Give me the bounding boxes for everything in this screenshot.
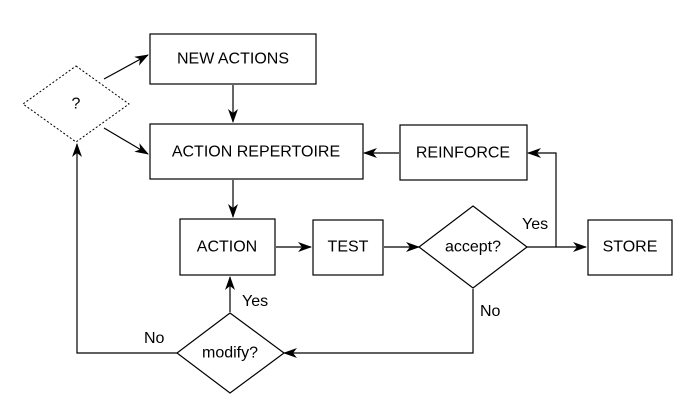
modify-yes-label: Yes: [242, 293, 268, 310]
node-action-repertoire: ACTION REPERTOIRE: [149, 123, 364, 180]
edge-unknown-to-repertoire: [103, 127, 149, 155]
edge-accept-yes-to-reinforce: [527, 148, 557, 247]
modify-no-label: No: [144, 330, 165, 347]
store-label: STORE: [603, 239, 658, 256]
reinforce-label: REINFORCE: [416, 145, 510, 162]
node-action: ACTION: [179, 218, 276, 276]
accept-yes-label: Yes: [522, 216, 548, 233]
accept-label: accept?: [445, 239, 501, 256]
edge-accept-no-to-modify: [283, 289, 474, 358]
node-store: STORE: [587, 219, 673, 276]
node-accept: accept?: [418, 205, 528, 289]
new-actions-label: NEW ACTIONS: [177, 51, 289, 68]
test-label: TEST: [328, 239, 369, 256]
node-modify: modify?: [176, 312, 286, 394]
edge-modify-no-to-unknown: [72, 143, 177, 354]
node-test: TEST: [312, 219, 384, 276]
node-new-actions: NEW ACTIONS: [149, 33, 317, 85]
modify-label: modify?: [202, 345, 258, 362]
unknown-label: ?: [72, 96, 81, 113]
edge-unknown-to-new-actions: [103, 54, 149, 80]
edges: [72, 54, 587, 358]
node-reinforce: REINFORCE: [399, 124, 528, 181]
accept-no-label: No: [480, 303, 501, 320]
action-repertoire-label: ACTION REPERTOIRE: [172, 144, 340, 161]
node-unknown: ?: [22, 65, 130, 143]
action-label: ACTION: [197, 239, 257, 256]
